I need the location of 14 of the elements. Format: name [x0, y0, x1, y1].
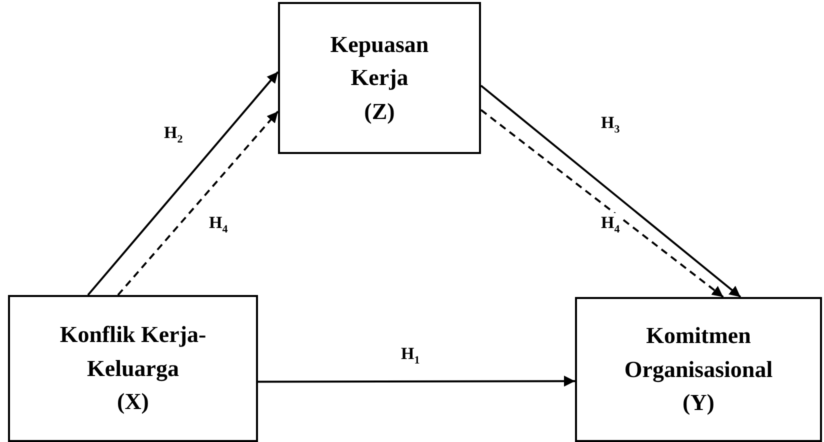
variable-name: Komitmen Organisasional [623, 322, 774, 384]
dashed-arrow [480, 109, 724, 298]
variable-name: Kepuasan Kerja [329, 30, 430, 92]
variable-box [8, 295, 258, 442]
arrow [480, 84, 742, 298]
variable-name: Konflik Kerja-Keluarga [58, 321, 208, 384]
dashed-arrow [117, 110, 279, 296]
mediator-box [278, 2, 481, 154]
variable-symbol: (Y) [682, 389, 714, 418]
arrow [87, 71, 279, 296]
variable-box [575, 297, 822, 442]
variable-symbol: (X) [117, 388, 149, 416]
variable-symbol: (Z) [364, 98, 395, 126]
arrow [258, 376, 575, 387]
